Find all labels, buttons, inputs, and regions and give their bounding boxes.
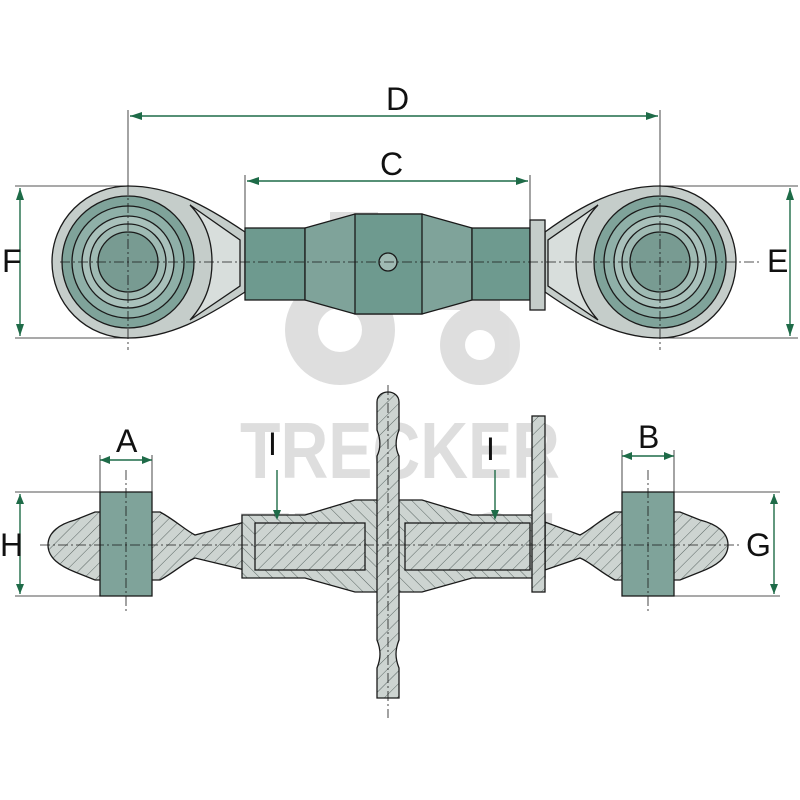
left-ball-joint [51, 185, 246, 339]
dimension-g: G [746, 494, 778, 594]
dimension-c: C [247, 146, 528, 185]
label-d: D [386, 81, 409, 117]
label-c: C [380, 146, 403, 182]
section-view: A B H G I I [0, 385, 780, 718]
dimension-a: A [100, 423, 152, 464]
label-i-right: I [486, 431, 495, 467]
label-b: B [638, 419, 659, 455]
label-h: H [0, 527, 23, 563]
dimension-h: H [0, 494, 24, 594]
dimension-e: E [767, 188, 794, 336]
central-tube [244, 213, 546, 315]
dimension-b: B [622, 419, 674, 460]
label-e: E [767, 243, 788, 279]
dimension-i-right: I [486, 431, 499, 520]
top-view: D C F E [2, 81, 798, 350]
dimension-i-left: I [268, 426, 281, 520]
label-f: F [2, 243, 22, 279]
label-a: A [116, 423, 138, 459]
label-i-left: I [268, 426, 277, 462]
dimension-f: F [2, 188, 24, 336]
dimension-d: D [130, 81, 658, 120]
watermark-line1: TRECKER [240, 406, 560, 495]
label-g: G [746, 527, 771, 563]
